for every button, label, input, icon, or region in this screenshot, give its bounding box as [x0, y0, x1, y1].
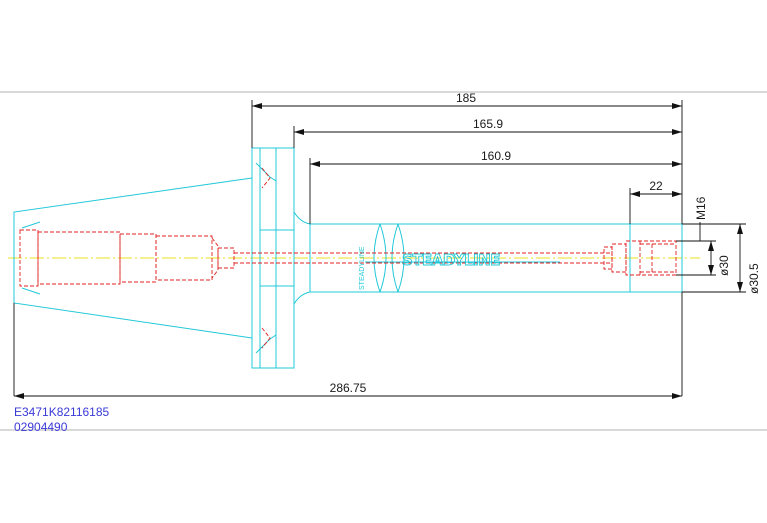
taper-shank [13, 177, 253, 339]
dimension-lines [14, 103, 743, 399]
side-marking: STEADYLINE [359, 246, 366, 290]
dim-total-length: 286.75 [330, 381, 367, 395]
body-cylinder [309, 223, 683, 293]
extension-lines [13, 100, 746, 396]
drawing-frame [0, 91, 767, 431]
dim-bore-diameter: ø30 [717, 255, 731, 276]
order-code: 02904490 [14, 420, 68, 434]
dim-bore-depth: 22 [649, 179, 663, 193]
part-number: E3471K82116185 [14, 405, 110, 419]
dim-body-length: 160.9 [481, 149, 511, 163]
flange [251, 147, 311, 369]
dim-outer-diameter: ø30.5 [747, 263, 761, 294]
brand-text: STEADYLINE [402, 251, 500, 269]
dim-flange-length: 165.9 [473, 117, 503, 131]
hidden-features [19, 229, 677, 287]
dim-overall-length: 185 [456, 91, 476, 105]
dim-thread: M16 [694, 196, 708, 220]
